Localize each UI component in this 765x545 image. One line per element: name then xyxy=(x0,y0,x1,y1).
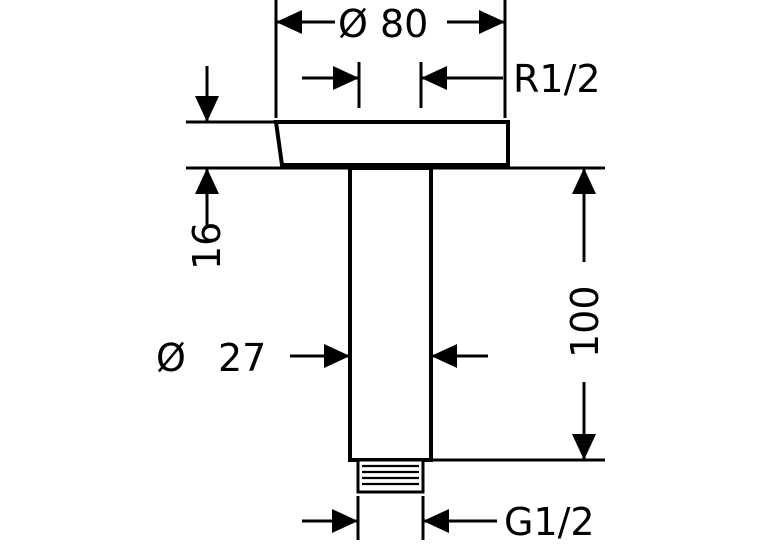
flange-diameter-label: Ø 80 xyxy=(338,2,428,46)
pipe-diameter-symbol: Ø xyxy=(156,336,186,380)
ceiling-flange xyxy=(273,120,510,167)
threaded-end xyxy=(356,458,425,494)
flange-height-label: 16 xyxy=(185,222,229,270)
thread-lines xyxy=(362,464,419,486)
pipe-diameter-label: 27 xyxy=(218,336,266,380)
dimension-16: 16 xyxy=(185,66,229,270)
flange-thread-label: R1/2 xyxy=(513,57,601,101)
dimension-r12: R1/2 xyxy=(302,57,601,108)
dimension-80: Ø 80 xyxy=(276,2,505,46)
length-label: 100 xyxy=(563,285,607,358)
dimension-100: 100 xyxy=(563,168,607,460)
dimension-g12: G1/2 xyxy=(302,496,595,544)
dimension-27: Ø 27 xyxy=(156,336,488,380)
end-thread-label: G1/2 xyxy=(504,500,595,544)
shower-arm-pipe xyxy=(348,166,433,462)
